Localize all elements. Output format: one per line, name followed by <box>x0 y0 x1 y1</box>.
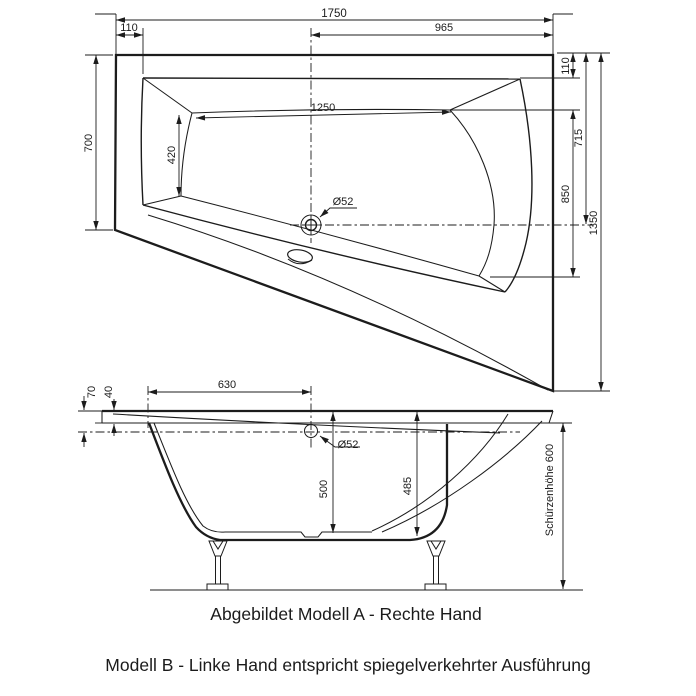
dim-rim-drop: 70 <box>86 386 98 398</box>
side-extension-lines <box>78 410 572 424</box>
dim-apron-height: Schürzenhöhe 600 <box>544 444 556 536</box>
side-view: 630 70 40 Ø52 500 485 Schürzenhöhe 600 <box>78 379 583 591</box>
side-outer-shell <box>147 422 449 542</box>
plan-view: 1750 110 965 700 420 1250 Ø52 110 715 85… <box>83 8 610 393</box>
dim-drain-offset: 630 <box>218 379 236 391</box>
leg-left <box>206 540 229 591</box>
dim-rim-left: 110 <box>120 22 138 34</box>
caption-model-a: Abgebildet Modell A - Rechte Hand <box>210 604 481 624</box>
dim-height-total: 1350 <box>588 211 600 235</box>
plan-basin-floor <box>180 108 495 277</box>
leg-right <box>424 540 447 591</box>
dim-drain-plan: Ø52 <box>333 196 354 208</box>
dim-rim-right: 110 <box>560 57 572 75</box>
dim-depth-at-drain: 500 <box>318 480 330 498</box>
plan-miter-lines <box>142 77 521 293</box>
plan-dimension-lines <box>93 17 604 391</box>
dim-top-to-center: 715 <box>573 129 585 147</box>
dim-basin-length: 1250 <box>311 102 335 114</box>
dim-drain-side: Ø52 <box>338 439 359 451</box>
dim-overall-width: 1750 <box>321 8 347 20</box>
dim-height-left: 700 <box>83 134 95 152</box>
plan-deck-opening <box>140 77 533 293</box>
plan-rim-front-contour <box>147 214 549 391</box>
dim-rim-thickness: 40 <box>103 386 115 398</box>
caption-model-b: Modell B - Linke Hand entspricht spiegel… <box>105 655 590 675</box>
side-dimension-lines <box>81 389 566 589</box>
overflow-icon <box>287 249 313 265</box>
dim-basin-width-left: 420 <box>166 146 178 164</box>
dim-width-right-half: 965 <box>435 22 453 34</box>
dim-depth-at-back: 485 <box>402 477 414 495</box>
dim-basin-right-length: 850 <box>560 185 572 203</box>
